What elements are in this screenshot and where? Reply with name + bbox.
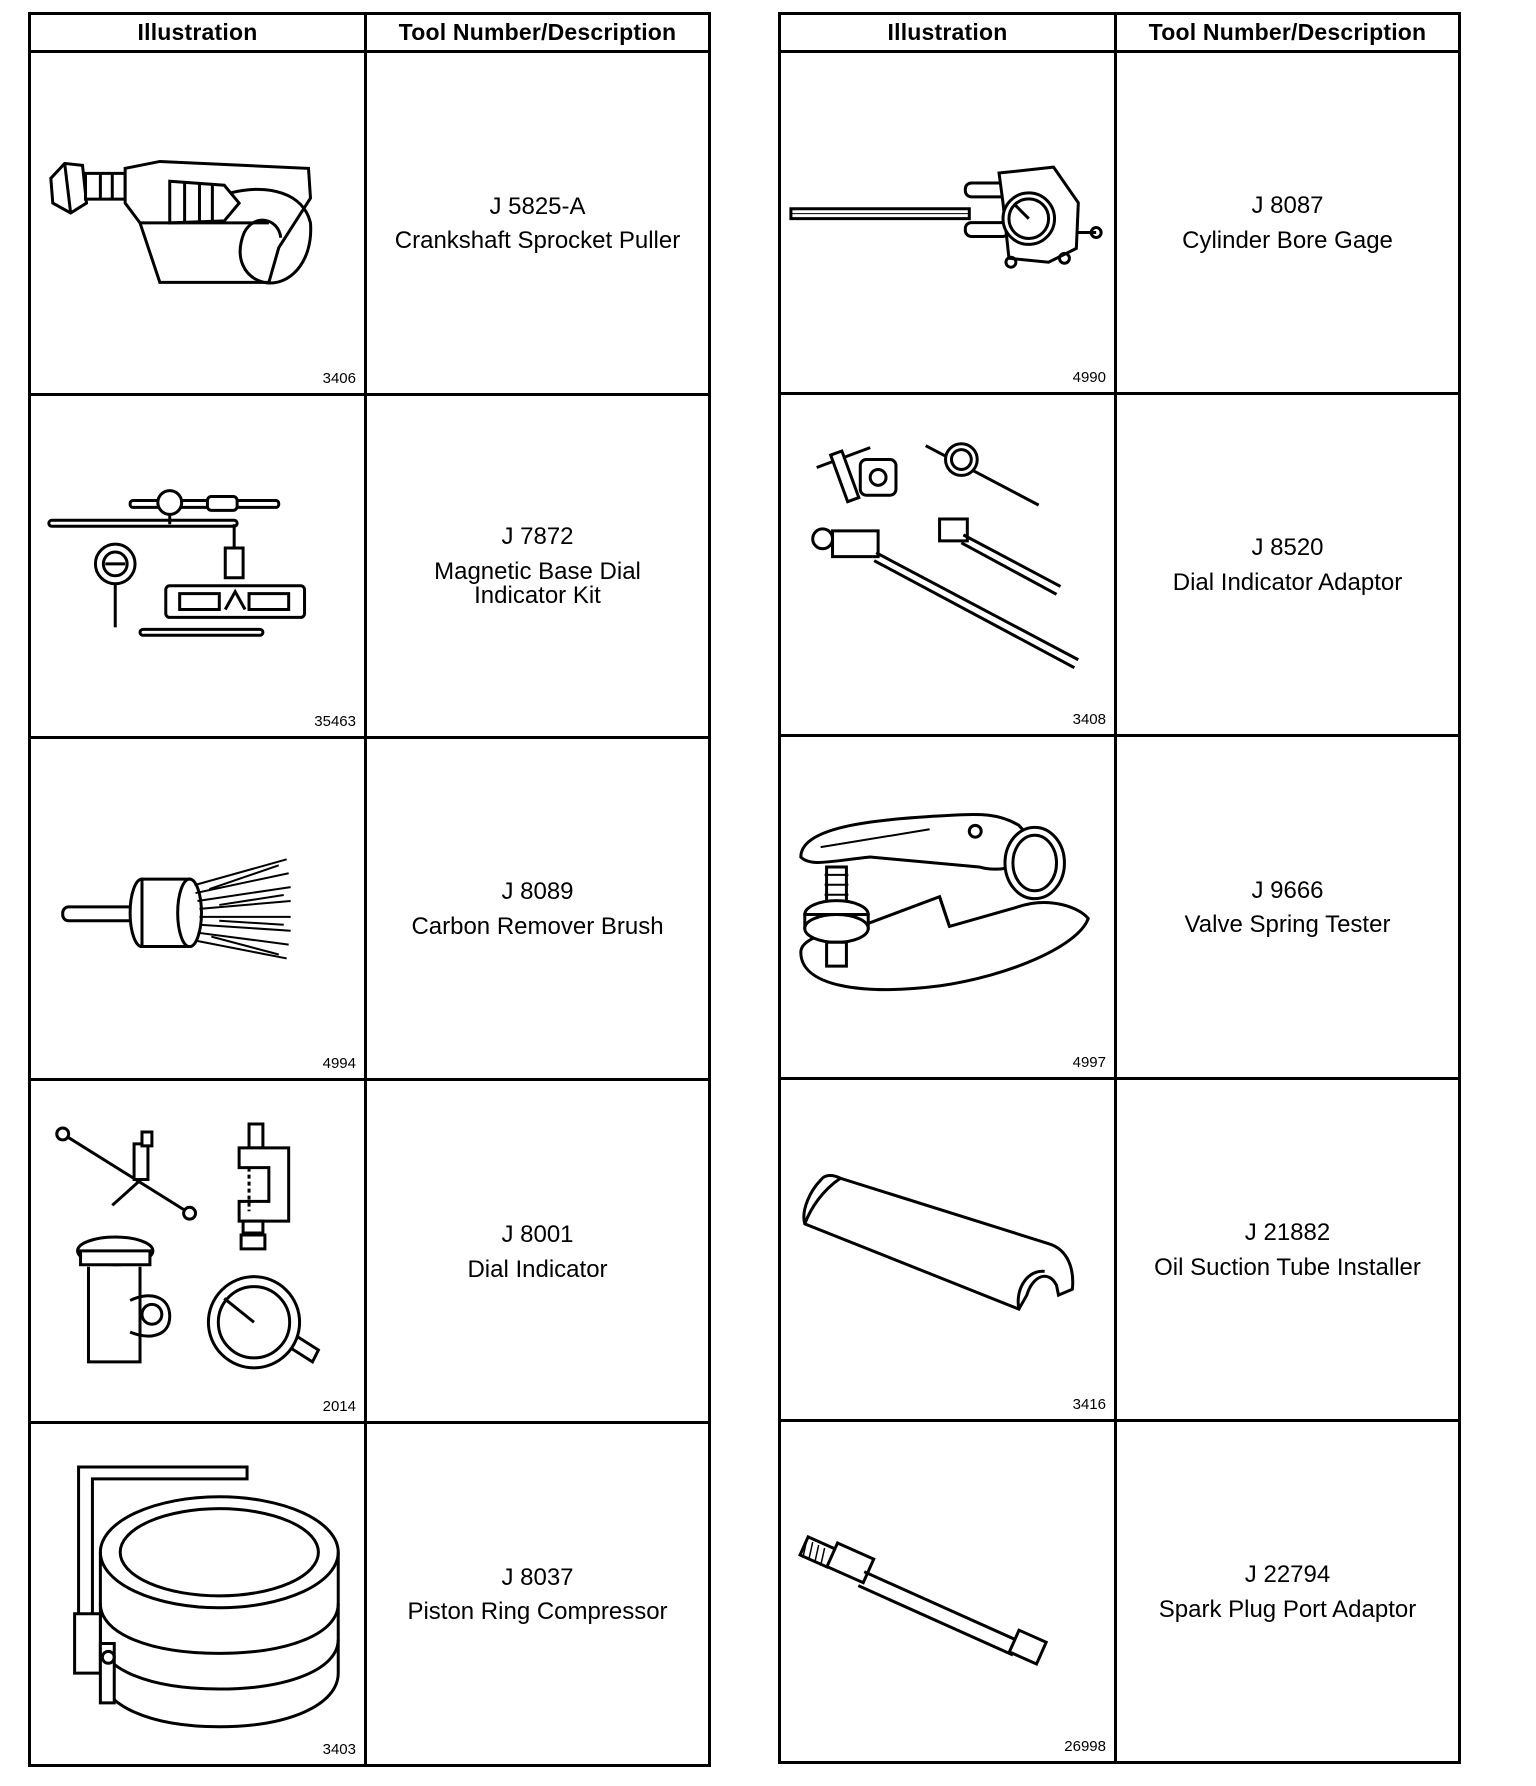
tool-number: J 8001 bbox=[501, 1220, 574, 1248]
tool-description-cell: J 9666 Valve Spring Tester bbox=[1117, 737, 1458, 1076]
tool-description: Carbon Remover Brush bbox=[411, 912, 664, 940]
tool-description: Dial Indicator bbox=[467, 1255, 608, 1283]
spark-plug-adaptor-icon bbox=[781, 1422, 1114, 1761]
tool-description-cell: J 8089 Carbon Remover Brush bbox=[367, 739, 708, 1079]
figure-number: 3416 bbox=[1072, 1395, 1106, 1413]
tool-number: J 8087 bbox=[1251, 192, 1324, 220]
tool-description-cell: J 7872 Magnetic Base Dial Indicator Kit bbox=[367, 396, 708, 736]
illustration-cell: 4994 bbox=[31, 738, 367, 1079]
oil-tube-installer-icon bbox=[781, 1080, 1114, 1419]
tool-number: J 8089 bbox=[501, 878, 574, 906]
tool-row: 26998 J 22794 Spark Plug Port Adaptor bbox=[781, 1421, 1458, 1762]
tool-description-cell: J 22794 Spark Plug Port Adaptor bbox=[1117, 1422, 1458, 1761]
figure-number: 3408 bbox=[1072, 711, 1106, 729]
figure-number: 35463 bbox=[314, 712, 356, 730]
tool-description-cell: J 8520 Dial Indicator Adaptor bbox=[1117, 395, 1458, 734]
figure-number: 4997 bbox=[1072, 1053, 1106, 1071]
illustration-cell: 3403 bbox=[31, 1424, 367, 1764]
tool-description-cell: J 21882 Oil Suction Tube Installer bbox=[1117, 1080, 1458, 1419]
illustration-cell: 3408 bbox=[781, 395, 1117, 735]
tool-description: Spark Plug Port Adaptor bbox=[1158, 1595, 1417, 1623]
tool-description: Valve Spring Tester bbox=[1184, 911, 1391, 939]
figure-number: 4990 bbox=[1072, 369, 1106, 387]
header-illustration: Illustration bbox=[31, 15, 367, 50]
table-header: Illustration Tool Number/Description bbox=[31, 15, 708, 53]
dial-indicator-set-icon bbox=[31, 1081, 364, 1421]
illustration-cell: 35463 bbox=[31, 395, 367, 736]
tool-description-cell: J 5825-A Crankshaft Sprocket Puller bbox=[367, 53, 708, 393]
tool-description-cell: J 8087 Cylinder Bore Gage bbox=[1117, 53, 1458, 392]
magnetic-base-dial-kit-icon bbox=[31, 396, 364, 736]
tool-table-left: Illustration Tool Number/Description 340… bbox=[28, 12, 711, 1767]
tool-description-cell: J 8001 Dial Indicator bbox=[367, 1081, 708, 1421]
illustration-cell: 4990 bbox=[781, 53, 1117, 393]
tool-row: 3403 J 8037 Piston Ring Compressor bbox=[31, 1424, 708, 1764]
tool-row: 2014 J 8001 Dial Indicator bbox=[31, 1081, 708, 1425]
valve-spring-tester-icon bbox=[781, 737, 1114, 1076]
illustration-cell: 2014 bbox=[31, 1081, 367, 1422]
figure-number: 3406 bbox=[322, 369, 356, 387]
tool-row: 3416 J 21882 Oil Suction Tube Installer bbox=[781, 1079, 1458, 1422]
tool-number: J 9666 bbox=[1251, 876, 1324, 904]
header-illustration: Illustration bbox=[781, 15, 1117, 50]
tool-number: J 22794 bbox=[1244, 1561, 1331, 1589]
tool-number: J 5825-A bbox=[489, 192, 586, 220]
carbon-brush-icon bbox=[31, 739, 364, 1079]
table-header: Illustration Tool Number/Description bbox=[781, 15, 1458, 53]
tool-description: Cylinder Bore Gage bbox=[1182, 227, 1393, 254]
ring-compressor-icon bbox=[31, 1424, 364, 1764]
illustration-cell: 26998 bbox=[781, 1421, 1117, 1762]
tool-number: J 21882 bbox=[1244, 1218, 1331, 1246]
header-tool-number: Tool Number/Description bbox=[398, 19, 677, 45]
tool-row: 4997 J 9666 Valve Spring Tester bbox=[781, 737, 1458, 1080]
tool-description-cell: J 8037 Piston Ring Compressor bbox=[367, 1424, 708, 1764]
figure-number: 26998 bbox=[1064, 1738, 1106, 1756]
header-tool-number: Tool Number/Description bbox=[1148, 19, 1427, 45]
illustration-cell: 3416 bbox=[781, 1079, 1117, 1419]
bore-gage-icon bbox=[781, 53, 1114, 392]
illustration-cell: 3406 bbox=[31, 53, 367, 393]
tool-description: Oil Suction Tube Installer bbox=[1154, 1253, 1421, 1281]
figure-number: 3403 bbox=[322, 1740, 356, 1758]
tool-description: Crankshaft Sprocket Puller bbox=[394, 227, 681, 255]
tool-table-right: Illustration Tool Number/Description bbox=[778, 12, 1461, 1764]
illustration-cell: 4997 bbox=[781, 737, 1117, 1077]
tool-number: J 7872 bbox=[501, 523, 574, 551]
figure-number: 2014 bbox=[322, 1398, 356, 1416]
tool-description: Piston Ring Compressor bbox=[407, 1598, 668, 1626]
tool-row: 3408 J 8520 Dial Indicator Adaptor bbox=[781, 395, 1458, 738]
tool-row: 3406 J 5825-A Crankshaft Sprocket Puller bbox=[31, 53, 708, 396]
dial-adaptor-icon bbox=[781, 395, 1114, 734]
tool-row: 4994 J 8089 Carbon Remover Brush bbox=[31, 738, 708, 1082]
tool-row: 4990 J 8087 Cylinder Bore Gage bbox=[781, 53, 1458, 396]
tool-number: J 8037 bbox=[501, 1563, 574, 1591]
sprocket-puller-icon bbox=[31, 53, 364, 393]
tool-row: 35463 J 7872 Magnetic Base Dial Indicato… bbox=[31, 395, 708, 739]
figure-number: 4994 bbox=[322, 1055, 356, 1073]
tool-number: J 8520 bbox=[1251, 534, 1324, 562]
tool-description: Dial Indicator Adaptor bbox=[1172, 569, 1403, 597]
tool-description: Magnetic Base Dial Indicator Kit bbox=[434, 558, 641, 610]
